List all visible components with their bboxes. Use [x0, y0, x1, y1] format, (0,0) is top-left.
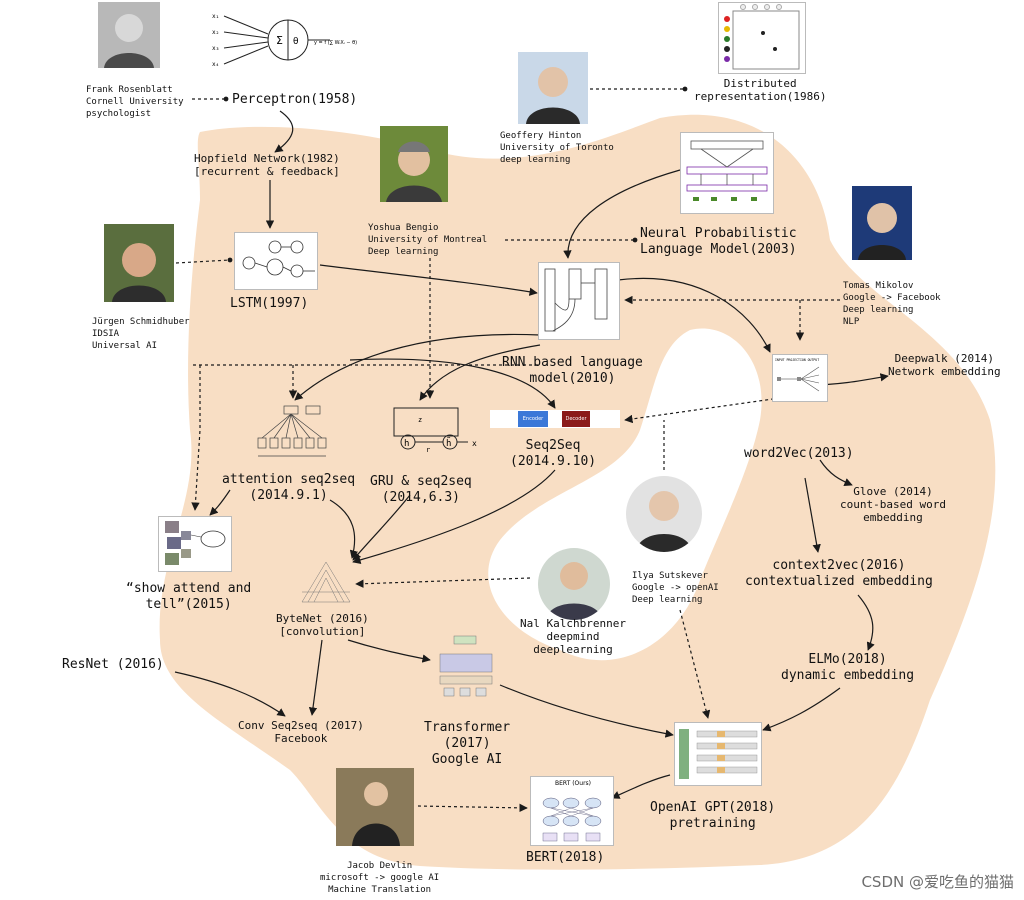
- seq2seq-label: Seq2Seq (2014.9.10): [510, 438, 597, 469]
- bert-label: BERT(2018): [526, 850, 605, 865]
- seq2seq-encoder: Encoder: [518, 411, 548, 427]
- sutskever-caption: Ilya Sutskever Google -> openAI Deep lea…: [632, 571, 719, 605]
- rosenblatt-caption: Frank Rosenblatt Cornell University psyc…: [86, 85, 184, 119]
- kalchbrenner-photo: [538, 548, 610, 620]
- attention-seq2seq-label: attention seq2seq (2014.9.1): [222, 472, 356, 503]
- svg-text:INPUT PROJECTION OUTPUT: INPUT PROJECTION OUTPUT: [775, 358, 819, 362]
- bert-figure-title: BERT (Ours): [555, 780, 591, 787]
- seq2seq-decoder: Decoder: [562, 411, 590, 427]
- svg-text:z: z: [418, 416, 422, 424]
- svg-text:h̃: h̃: [446, 437, 451, 449]
- devlin-caption: Jacob Devlin microsoft -> google AI Mach…: [320, 861, 440, 895]
- bengio-caption: Yoshua Bengio University of Montreal Dee…: [368, 223, 488, 257]
- bytenet-figure: [301, 561, 351, 603]
- perceptron-figure: Σ θ x₁ x₂ x₃ x₄ y = f (∑ WᵢXᵢ − θ): [212, 13, 357, 68]
- bert-figure: BERT (Ours): [530, 776, 614, 846]
- perceptron-formula: y = f (∑ WᵢXᵢ − θ): [314, 40, 357, 46]
- deepwalk-label: Deepwalk (2014) Network embedding: [888, 352, 1001, 378]
- gru-figure: h h̃ x z r: [393, 407, 477, 454]
- svg-text:Σ: Σ: [276, 34, 283, 47]
- perceptron-label: Perceptron(1958): [232, 92, 358, 107]
- devlin-photo: [336, 768, 414, 846]
- resnet-label: ResNet (2016): [62, 657, 164, 672]
- svg-text:θ: θ: [293, 37, 299, 47]
- hinton-caption: Geoffery Hinton University of Toronto de…: [500, 131, 614, 165]
- kalchbrenner-caption: Nal Kalchbrenner deepmind deeplearning: [520, 617, 626, 656]
- rosenblatt-photo: [98, 2, 160, 68]
- nplm-label: Neural Probabilistic Language Model(2003…: [640, 226, 797, 257]
- lstm-figure: [234, 232, 318, 290]
- rnn-lm-figure: [538, 262, 620, 340]
- svg-text:x₄: x₄: [212, 61, 219, 68]
- distributed-representation-label: Distributed representation(1986): [694, 77, 827, 103]
- lstm-label: LSTM(1997): [230, 296, 309, 311]
- svg-text:x₂: x₂: [212, 29, 219, 36]
- bytenet-label: ByteNet (2016) [convolution]: [276, 612, 369, 638]
- conv-seq2seq-label: Conv Seq2seq (2017) Facebook: [238, 719, 364, 745]
- transformer-label: Transformer (2017) Google AI: [424, 720, 511, 767]
- seq2seq-figure: Encoder Decoder: [490, 410, 620, 428]
- word2vec-label: word2Vec(2013): [744, 446, 854, 461]
- schmidhuber-photo: [104, 224, 174, 302]
- svg-text:x: x: [472, 439, 477, 448]
- svg-text:x₃: x₃: [212, 45, 219, 52]
- elmo-label: ELMo(2018) dynamic embedding: [781, 652, 915, 683]
- svg-text:x₁: x₁: [212, 13, 219, 20]
- svg-text:h: h: [404, 439, 409, 449]
- show-attend-tell-label: “show attend and tell”(2015): [126, 581, 252, 612]
- mikolov-caption: Tomas Mikolov Google -> Facebook Deep le…: [843, 281, 941, 327]
- distributed-representation-figure: [718, 2, 806, 74]
- show-attend-tell-figure: [158, 516, 232, 572]
- word2vec-figure: INPUT PROJECTION OUTPUT: [772, 354, 828, 402]
- attention-seq2seq-figure: [257, 405, 327, 457]
- sutskever-photo: [626, 476, 702, 552]
- gpt-figure: [674, 722, 762, 786]
- gru-seq2seq-label: GRU & seq2seq (2014,6.3): [370, 474, 472, 505]
- bengio-photo: [380, 126, 448, 202]
- schmidhuber-caption: Jürgen Schmidhuber IDSIA Universal AI: [92, 317, 190, 351]
- mikolov-photo: [852, 186, 912, 260]
- transformer-figure: [439, 635, 493, 697]
- glove-label: Glove (2014) count-based word embedding: [840, 485, 946, 524]
- nplm-figure: [680, 132, 774, 214]
- context2vec-label: context2vec(2016) contextualized embeddi…: [745, 558, 933, 589]
- svg-text:r: r: [426, 446, 430, 454]
- rnn-lm-label: RNN based language model(2010): [502, 355, 643, 386]
- hinton-photo: [518, 52, 588, 124]
- hopfield-label: Hopfield Network(1982) [recurrent & feed…: [194, 152, 340, 178]
- gpt-label: OpenAI GPT(2018) pretraining: [650, 800, 776, 831]
- watermark: CSDN @爱吃鱼的猫猫: [861, 873, 1014, 891]
